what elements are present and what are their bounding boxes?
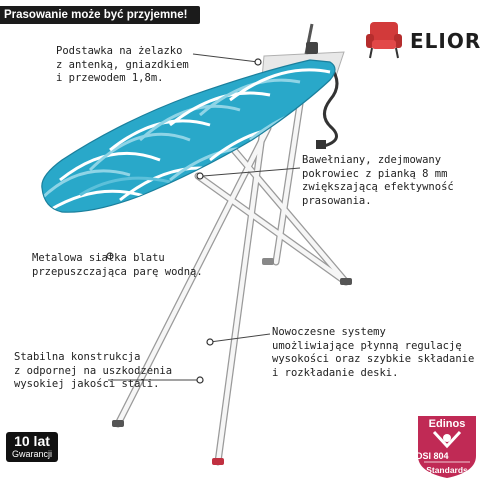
certificate-brand: Edinos <box>428 418 466 430</box>
leg-feet <box>112 258 352 465</box>
certificate-standards: Standards <box>426 465 468 475</box>
armchair-icon <box>366 22 402 59</box>
certificate-badge: Edinos DSI 804 Standards <box>414 414 480 480</box>
warranty-years: 10 lat <box>14 433 50 449</box>
callout-dots <box>106 58 262 384</box>
warranty-label: Gwarancji <box>11 449 52 459</box>
callout-lines <box>108 53 301 381</box>
certificate-shield-icon <box>418 416 476 478</box>
board-cover <box>41 59 336 213</box>
warranty-badge: 10 lat Gwarancji <box>6 432 58 462</box>
promo-banner: Prasowanie może być przyjemne! <box>0 6 200 24</box>
brand-name: ELIOR <box>410 29 482 53</box>
certificate-code: DSI 804 <box>416 451 449 461</box>
brand-logo: ELIOR <box>362 18 482 68</box>
